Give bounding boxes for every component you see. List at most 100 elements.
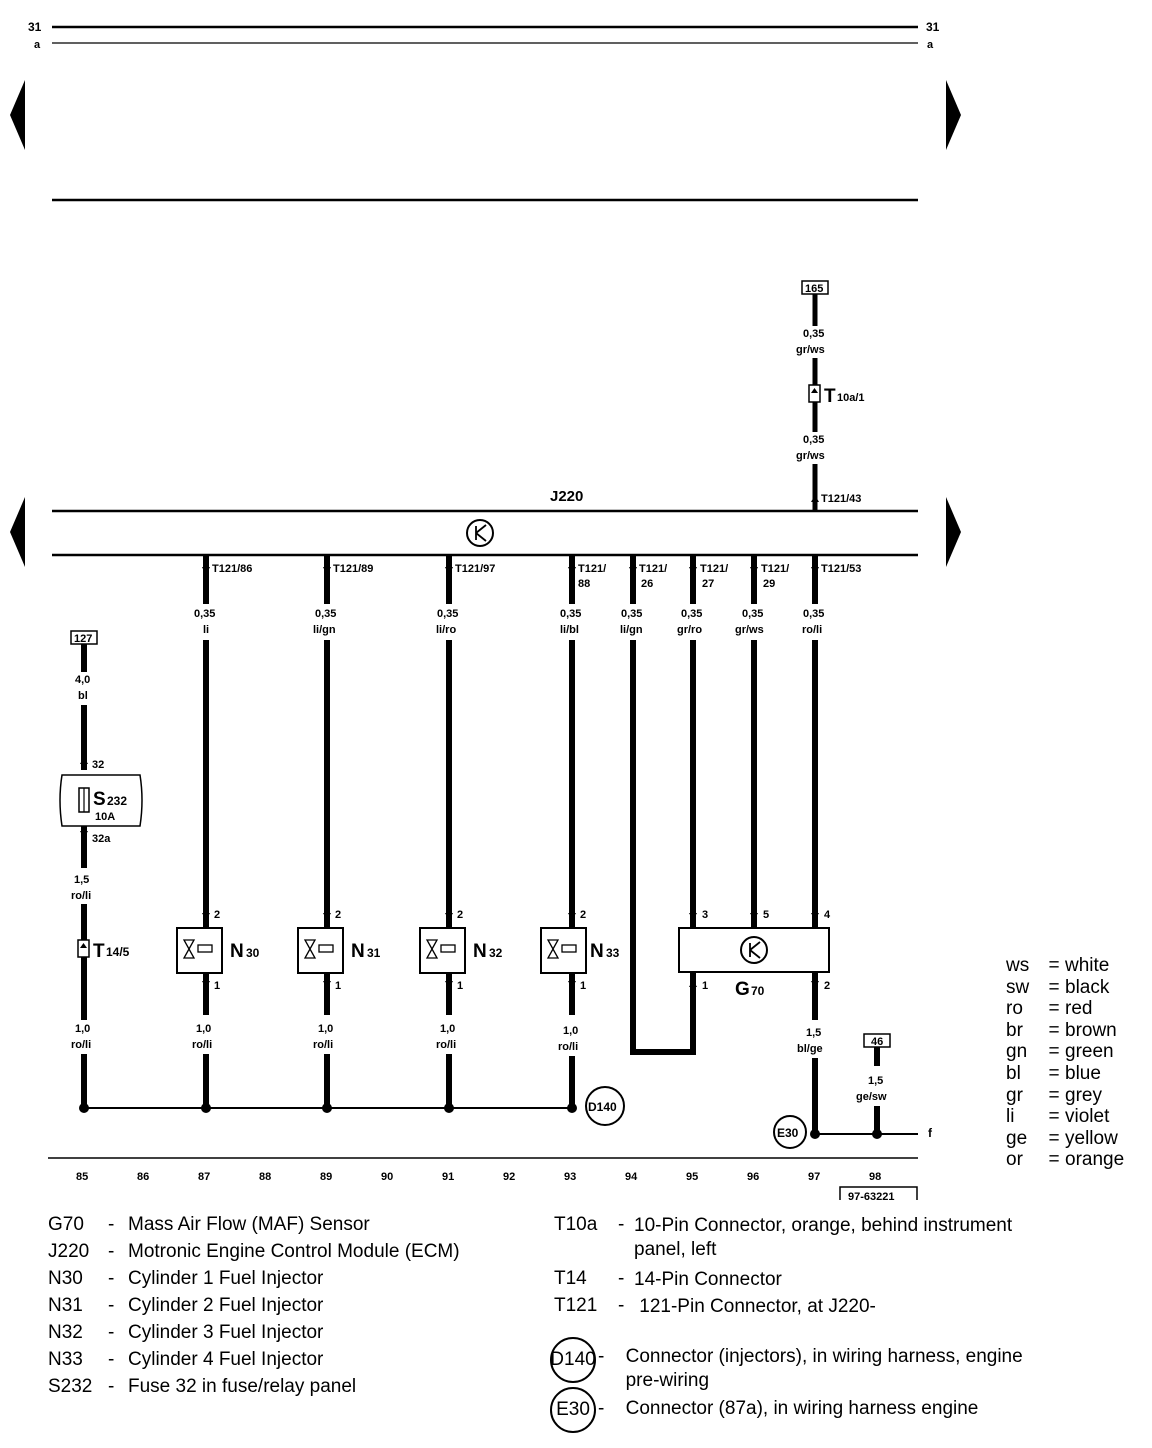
component-item: N33-Cylinder 4 Fuel Injector [48,1346,460,1373]
legend-name: yellow [1065,1127,1118,1149]
wire-b87-gauge: 1,0 [196,1023,211,1035]
legend-name: blue [1065,1062,1101,1084]
component-item: N30-Cylinder 1 Fuel Injector [48,1265,460,1292]
svg-text:97: 97 [808,1171,820,1183]
component-list-left: G70-Mass Air Flow (MAF) Sensor J220-Motr… [48,1211,460,1400]
section-prev-arrow-icon[interactable] [10,497,25,567]
svg-text:N: N [473,941,487,962]
legend-code: gn [1006,1041,1028,1063]
t14-label-sub: 14/5 [106,945,130,959]
rail-label-left-a: a [34,39,41,51]
bottom-wires [81,1047,880,1134]
legend-row: ws=white [1006,955,1124,977]
wire-26-color: li/gn [620,624,643,636]
legend-row: gr=grey [1006,1085,1124,1107]
fuse-pin-out: 32a [92,833,111,845]
legend-row: or=orange [1006,1149,1124,1171]
legend-name: green [1065,1041,1114,1063]
rail-label-right-31: 31 [926,20,940,34]
component-code: T14 [554,1268,587,1289]
wire-88-color: li/bl [560,624,579,636]
svg-text:4: 4 [824,909,831,921]
svg-text:2: 2 [580,909,586,921]
rail-label-left-31: 31 [28,20,42,34]
svg-text:1: 1 [580,980,586,992]
connector-note-line: Connector (injectors), in wiring harness… [625,1346,1023,1367]
wire-165b-color: gr/ws [796,450,825,462]
pin-t121-43: T121/43 [821,493,861,505]
svg-text:1: 1 [457,980,463,992]
wire-b91-color: ro/li [436,1039,456,1051]
fuse-rating: 10A [95,811,115,823]
component-dash: - [108,1294,115,1316]
legend-eq: = [1048,1062,1060,1084]
wire-b93-gauge: 1,0 [563,1025,578,1037]
pin-t121-26-a: T121/ [639,563,667,575]
legend-eq: = [1048,976,1060,998]
wire-s232-gauge: 1,5 [74,874,89,886]
wire-b85-gauge: 1,0 [75,1023,90,1035]
component-item: T10a - 10-Pin Connector, orange, behind … [554,1214,1144,1268]
pin-t121-88-b: 88 [578,578,590,590]
legend-code: ws [1006,955,1030,976]
legend-code: or [1006,1149,1023,1171]
component-item: T121 - 121-Pin Connector, at J220- [554,1295,1144,1322]
svg-text:31: 31 [367,946,381,960]
wire-27-gauge: 0,35 [681,608,702,620]
connector-note-dash: - [598,1346,605,1367]
svg-text:85: 85 [76,1171,88,1183]
connector-note-text: - Connector (injectors), in wiring harne… [598,1345,1023,1393]
wire-29-color: gr/ws [735,624,764,636]
wire-89-color: li/gn [313,624,336,636]
wiring-diagram: 31 a 31 a J220 165 0,35 gr/ws T 10a/1 0,… [10,20,961,1200]
component-item: S232-Fuse 32 in fuse/relay panel [48,1373,460,1400]
legend-row: bl=blue [1006,1063,1124,1085]
connector-note-line: pre-wiring [625,1370,710,1391]
wire-26-gauge: 0,35 [621,608,642,620]
component-dash: - [108,1321,115,1343]
legend-code: gr [1006,1084,1023,1106]
legend-name: red [1065,998,1093,1020]
legend-row: sw=black [1006,977,1124,999]
component-desc: 121-Pin Connector, at J220- [634,1296,876,1317]
component-dash: - [108,1375,115,1397]
legend-code: br [1006,1019,1023,1041]
fuse-pin-in: 32 [92,759,104,771]
t10a-label-main: T [824,386,836,407]
component-desc: Cylinder 2 Fuel Injector [128,1294,324,1316]
svg-text:32: 32 [489,946,503,960]
svg-text:G: G [735,979,750,1000]
component-desc-line: panel, left [634,1239,717,1260]
legend-row: br=brown [1006,1020,1124,1042]
pin-t121-88-a: T121/ [578,563,606,575]
maf-electronic-icon [740,936,768,964]
ref-46: 46 [871,1036,883,1048]
page-prev-arrow-icon[interactable] [10,80,25,150]
pin-t121-27-a: T121/ [700,563,728,575]
injector-n33: 2 N 33 1 [540,909,620,1015]
component-desc: Cylinder 3 Fuel Injector [128,1321,324,1343]
svg-text:N: N [590,941,604,962]
component-desc: Cylinder 4 Fuel Injector [128,1348,324,1370]
svg-text:N: N [351,941,365,962]
svg-text:94: 94 [625,1171,638,1183]
page-next-arrow-icon[interactable] [946,80,961,150]
fuse-code-main: S [93,789,106,810]
wire-b89-color: ro/li [313,1039,333,1051]
svg-text:1: 1 [702,980,708,992]
svg-text:88: 88 [259,1171,271,1183]
pin-t121-29-b: 29 [763,578,775,590]
legend-row: ro=red [1006,998,1124,1020]
legend-row: gn=green [1006,1041,1124,1063]
legend-name: brown [1065,1019,1117,1041]
component-code: N31 [48,1294,83,1316]
component-code: T10a [554,1214,598,1235]
fuse-code-sub: 232 [107,794,127,808]
bus-f-label: f [928,1126,933,1140]
legend-code: ge [1006,1127,1028,1149]
section-next-arrow-icon[interactable] [946,497,961,567]
legend-name: black [1065,976,1110,998]
wire-86-color: li [203,624,209,636]
injector-n31: 2 N 31 1 [297,909,381,1015]
component-desc: Motronic Engine Control Module (ECM) [128,1240,460,1262]
